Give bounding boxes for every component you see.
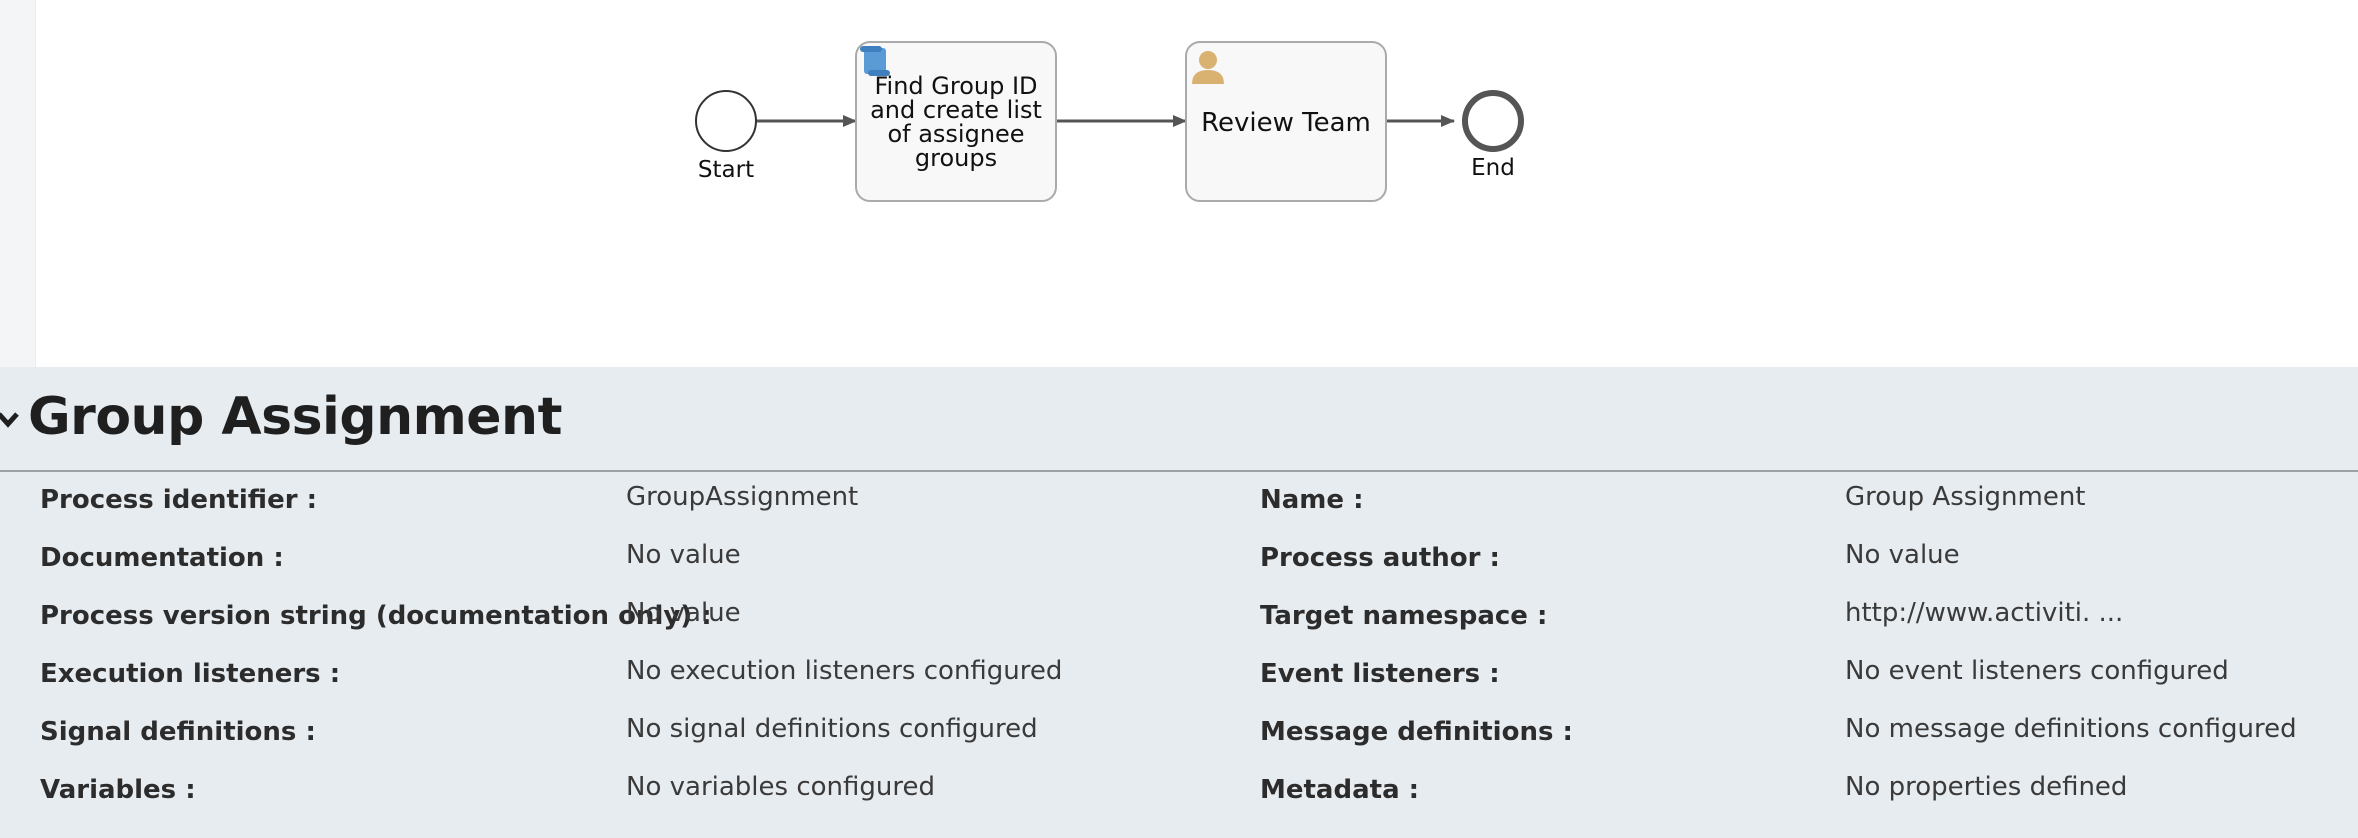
task1-label-line-2: and create list bbox=[870, 96, 1042, 124]
property-value-message-definitions[interactable]: No message definitions configured bbox=[1845, 714, 2297, 744]
end-event-label: End bbox=[1471, 155, 1515, 181]
property-value-process-identifier[interactable]: GroupAssignment bbox=[626, 482, 859, 512]
property-label-metadata: Metadata : bbox=[1260, 775, 1420, 805]
task1-label-line-1: Find Group ID bbox=[874, 72, 1037, 100]
property-label-variables: Variables : bbox=[40, 775, 196, 805]
user-icon bbox=[1192, 51, 1224, 84]
property-value-documentation[interactable]: No value bbox=[626, 540, 741, 570]
script-icon bbox=[860, 46, 890, 76]
property-value-target-namespace[interactable]: http://www.activiti. ... bbox=[1845, 598, 2124, 628]
task2-label: Review Team bbox=[1201, 108, 1371, 138]
property-label-documentation: Documentation : bbox=[40, 543, 284, 573]
property-label-process-identifier: Process identifier : bbox=[40, 485, 317, 515]
property-label-signal-definitions: Signal definitions : bbox=[40, 717, 316, 747]
property-value-event-listeners[interactable]: No event listeners configured bbox=[1845, 656, 2229, 686]
properties-panel: Group Assignment Process identifier : Gr… bbox=[0, 367, 2358, 838]
property-value-execution-listeners[interactable]: No execution listeners configured bbox=[626, 656, 1063, 686]
end-event[interactable] bbox=[1462, 90, 1524, 152]
property-value-process-version[interactable]: No value bbox=[626, 598, 741, 628]
property-value-signal-definitions[interactable]: No signal definitions configured bbox=[626, 714, 1038, 744]
property-label-execution-listeners: Execution listeners : bbox=[40, 659, 341, 689]
property-value-process-author[interactable]: No value bbox=[1845, 540, 1960, 570]
property-value-metadata[interactable]: No properties defined bbox=[1845, 772, 2128, 802]
script-task-find-group-id[interactable] bbox=[855, 41, 1057, 202]
property-label-process-version: Process version string (documentation on… bbox=[40, 601, 712, 631]
left-sidebar-strip bbox=[0, 0, 36, 367]
user-task-review-team[interactable] bbox=[1185, 41, 1387, 202]
start-event[interactable] bbox=[695, 90, 757, 152]
task1-label-line-3: of assignee bbox=[887, 120, 1024, 148]
chevron-down-icon[interactable] bbox=[0, 407, 20, 431]
process-diagram-canvas: Start Find Group ID and create list of a… bbox=[36, 0, 2358, 367]
property-label-name: Name : bbox=[1260, 485, 1364, 515]
bpmn-diagram: Start Find Group ID and create list of a… bbox=[695, 41, 1524, 202]
start-event-label: Start bbox=[698, 157, 754, 183]
property-label-message-definitions: Message definitions : bbox=[1260, 717, 1573, 747]
property-label-event-listeners: Event listeners : bbox=[1260, 659, 1500, 689]
page-title: Group Assignment bbox=[28, 387, 562, 447]
properties-panel-header[interactable]: Group Assignment bbox=[0, 367, 2358, 472]
property-label-target-namespace: Target namespace : bbox=[1260, 601, 1548, 631]
task1-label-line-4: groups bbox=[915, 144, 997, 172]
property-value-variables[interactable]: No variables configured bbox=[626, 772, 935, 802]
property-value-name[interactable]: Group Assignment bbox=[1845, 482, 2086, 512]
property-label-process-author: Process author : bbox=[1260, 543, 1500, 573]
